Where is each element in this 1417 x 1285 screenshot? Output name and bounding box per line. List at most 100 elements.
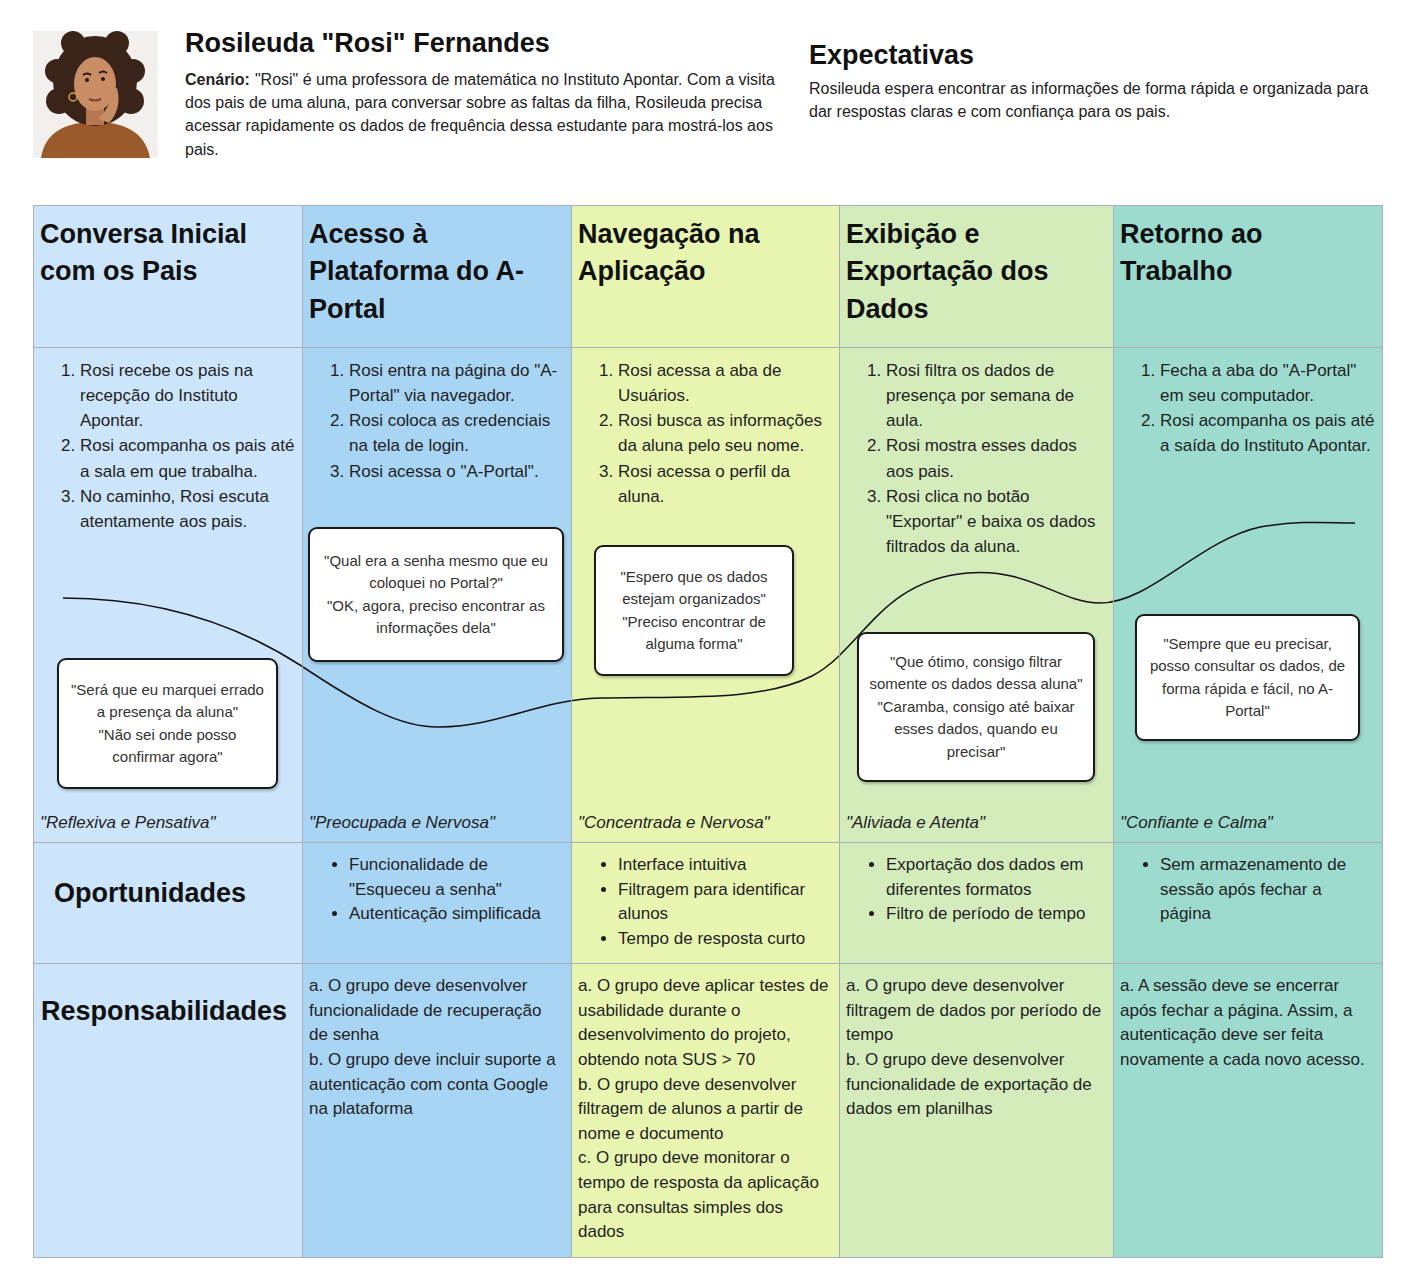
journey-step: 3. Rosi acessa o "A-Portal". [330, 459, 565, 484]
resp-cell: a. O grupo deve desenvolver filtragem de… [839, 963, 1114, 1258]
speech-bubble: "Espero que os dados estejam organizados… [594, 545, 794, 676]
header-cell: Exibição e Exportação dos Dados [839, 205, 1114, 348]
stage-title: Conversa Inicial com os Pais [40, 216, 294, 291]
column-ground [302, 205, 572, 1258]
journey-step: 1. Rosi acessa a aba de Usuários. [599, 358, 833, 408]
journey-step: 2. Rosi acompanha os pais até a sala em … [61, 433, 296, 483]
opportunity-item: Interface intuitiva [618, 853, 833, 878]
opportunity-item: Autenticação simplificada [349, 902, 565, 927]
journey-step: 1. Rosi filtra os dados de presença por … [867, 358, 1107, 433]
resp-cell: a. A sessão deve se encerrar após fechar… [1113, 963, 1383, 1258]
opportunity-item: Funcionalidade de "Esqueceu a senha" [349, 853, 565, 902]
cell-content: "Qual era a senha mesmo que eu coloquei … [318, 550, 554, 640]
body-cell: 1. Rosi entra na página do "A-Portal" vi… [302, 347, 572, 843]
column-ground [571, 205, 840, 1258]
speech-bubble: "Que ótimo, consigo filtrar somente os d… [857, 632, 1095, 782]
emotion-slot: "Aliviada e Atenta" [846, 811, 1109, 836]
cell-content: Retorno ao Trabalho [1120, 216, 1374, 291]
expectations-text: Rosileuda espera encontrar as informaçõe… [809, 77, 1389, 123]
title-slot: Rosileuda "Rosi" Fernandes [185, 26, 785, 61]
header-cell: Navegação na Aplicação [571, 205, 840, 348]
expectations-title: Expectativas [809, 38, 1389, 73]
cell-content: Acesso à Plataforma do A-Portal [309, 216, 563, 328]
journey-step: 2. Rosi coloca as credenciais na tela de… [330, 408, 565, 458]
emotion-label: "Concentrada e Nervosa" [578, 811, 835, 836]
cell-content: 1. Rosi filtra os dados de presença por … [867, 358, 1107, 559]
opp-cell: Sem armazenamento de sessão após fechar … [1113, 842, 1383, 964]
thought-quote: "Será que eu marquei errado a presença d… [67, 679, 268, 724]
cell-content: 1. Fecha a aba do "A-Portal" em seu comp… [1141, 358, 1376, 459]
expectations-slot: ExpectativasRosileuda espera encontrar a… [809, 38, 1389, 123]
cell-content: Funcionalidade de "Esqueceu a senha"Aute… [303, 853, 565, 927]
cell-content: Sem armazenamento de sessão após fechar … [1114, 853, 1376, 927]
body-cell: 1. Fecha a aba do "A-Portal" em seu comp… [1113, 347, 1383, 843]
opportunity-item: Tempo de resposta curto [618, 927, 833, 952]
journey-step: 2. Rosi busca as informações da aluna pe… [599, 408, 833, 458]
cell-content: "Sempre que eu precisar, posso consultar… [1145, 633, 1350, 723]
body-cell: 1. Rosi recebe os pais na recepção do In… [33, 347, 303, 843]
emotion-label: "Confiante e Calma" [1120, 811, 1378, 836]
emotion-slot: "Reflexiva e Pensativa" [40, 811, 298, 836]
speech-bubble: "Sempre que eu precisar, posso consultar… [1135, 614, 1360, 741]
responsibility-item: b. O grupo deve incluir suporte a autent… [309, 1048, 565, 1122]
scenario-label: Cenário: [185, 71, 250, 88]
row-label: Responsabilidades [41, 994, 298, 1029]
cell-content: a. O grupo deve aplicar testes de usabil… [578, 974, 833, 1245]
stage-title: Retorno ao Trabalho [1120, 216, 1374, 291]
cell-content: Exportação dos dados em diferentes forma… [840, 853, 1107, 927]
responsibility-item: a. O grupo deve desenvolver filtragem de… [846, 974, 1107, 1048]
speech-bubble: "Qual era a senha mesmo que eu coloquei … [308, 527, 564, 662]
thought-quote: "Espero que os dados estejam organizados… [604, 566, 784, 611]
resp-cell: a. O grupo deve aplicar testes de usabil… [571, 963, 840, 1258]
journey-step: 2. Rosi acompanha os pais até a saída do… [1141, 408, 1376, 458]
responsibility-item: a. A sessão deve se encerrar após fechar… [1120, 974, 1376, 1073]
row-label: Oportunidades [54, 876, 298, 911]
cell-content: 1. Rosi entra na página do "A-Portal" vi… [330, 358, 565, 484]
cell-content: Interface intuitivaFiltragem para identi… [572, 853, 833, 952]
emotion-label: "Aliviada e Atenta" [846, 811, 1109, 836]
thought-quote: "Não sei onde posso confirmar agora" [67, 724, 268, 769]
cell-content: Exibição e Exportação dos Dados [846, 216, 1105, 328]
cell-content: a. A sessão deve se encerrar após fechar… [1120, 974, 1376, 1073]
emotion-slot: "Preocupada e Nervosa" [309, 811, 567, 836]
stage-title: Navegação na Aplicação [578, 216, 831, 291]
cell-content: a. O grupo deve desenvolver filtragem de… [846, 974, 1107, 1122]
scenario-slot: Cenário:"Rosi" é uma professora de matem… [185, 68, 777, 161]
stage-title: Acesso à Plataforma do A-Portal [309, 216, 563, 328]
rowlabel-cell: Responsabilidades [33, 963, 303, 1258]
emotion-label: "Preocupada e Nervosa" [309, 811, 567, 836]
thought-quote: "Preciso encontrar de alguma forma" [604, 611, 784, 656]
journey-step: 3. Rosi acessa o perfil da aluna. [599, 459, 833, 509]
opportunity-item: Filtro de período de tempo [886, 902, 1107, 927]
persona-name: Rosileuda "Rosi" Fernandes [185, 26, 785, 61]
journey-step: 1. Rosi entra na página do "A-Portal" vi… [330, 358, 565, 408]
opp-cell: Exportação dos dados em diferentes forma… [839, 842, 1114, 964]
body-cell: 1. Rosi acessa a aba de Usuários.2. Rosi… [571, 347, 840, 843]
column-ground [33, 205, 303, 1258]
cell-content: "Espero que os dados estejam organizados… [604, 566, 784, 656]
journey-step: 1. Rosi recebe os pais na recepção do In… [61, 358, 296, 433]
responsibility-item: a. O grupo deve aplicar testes de usabil… [578, 974, 833, 1073]
column-ground [839, 205, 1114, 1258]
opp-cell: Funcionalidade de "Esqueceu a senha"Aute… [302, 842, 572, 964]
journey-step: 3. No caminho, Rosi escuta atentamente a… [61, 484, 296, 534]
resp-cell: a. O grupo deve desenvolver funcionalida… [302, 963, 572, 1258]
journey-step: 1. Fecha a aba do "A-Portal" em seu comp… [1141, 358, 1376, 408]
thought-quote: "Sempre que eu precisar, posso consultar… [1145, 633, 1350, 723]
rowlabel-cell: Oportunidades [33, 842, 303, 964]
body-cell: 1. Rosi filtra os dados de presença por … [839, 347, 1114, 843]
journey-step: 2. Rosi mostra esses dados aos pais. [867, 433, 1107, 483]
thought-quote: "Caramba, consigo até baixar esses dados… [867, 696, 1085, 764]
opp-cell: Interface intuitivaFiltragem para identi… [571, 842, 840, 964]
cell-content: Navegação na Aplicação [578, 216, 831, 291]
cell-content: Oportunidades [54, 876, 298, 911]
thought-quote: "OK, agora, preciso encontrar as informa… [318, 595, 554, 640]
responsibility-item: a. O grupo deve desenvolver funcionalida… [309, 974, 565, 1048]
cell-content: "Será que eu marquei errado a presença d… [67, 679, 268, 769]
header-cell: Retorno ao Trabalho [1113, 205, 1383, 348]
emotion-label: "Reflexiva e Pensativa" [40, 811, 298, 836]
cell-content: Conversa Inicial com os Pais [40, 216, 294, 291]
stage-title: Exibição e Exportação dos Dados [846, 216, 1105, 328]
